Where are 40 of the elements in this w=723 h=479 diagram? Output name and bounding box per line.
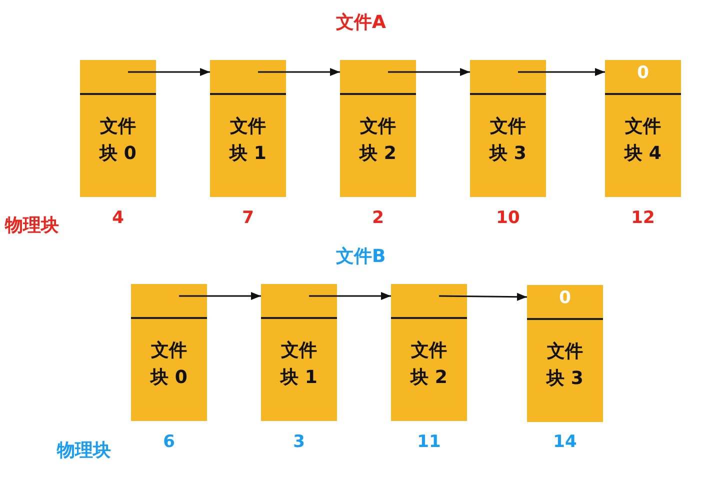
block-number: 11 [416, 432, 442, 452]
file-block [261, 284, 337, 421]
block-label: 文件块 3 [488, 115, 528, 166]
file-block [80, 60, 156, 197]
arrow [179, 292, 261, 300]
section-title: 文件A [336, 12, 386, 34]
section-title: 文件B [336, 246, 386, 268]
arrow [388, 68, 470, 76]
block-label: 文件块 2 [358, 115, 398, 166]
file-block [210, 60, 286, 197]
file-block [470, 60, 546, 197]
file-block [527, 285, 603, 422]
file-block [605, 60, 681, 197]
block-number: 10 [495, 208, 521, 228]
arrow [258, 68, 340, 76]
block-label: 文件块 1 [228, 115, 268, 166]
block-label: 文件块 3 [544, 340, 584, 391]
block-label: 文件块 2 [408, 339, 448, 390]
block-number: 12 [630, 208, 656, 228]
file-block [391, 284, 467, 421]
block-label: 文件块 0 [148, 339, 188, 390]
block-label: 文件块 4 [622, 115, 662, 166]
block-number: 6 [162, 432, 176, 452]
arrow [518, 68, 605, 76]
block-number: 4 [111, 208, 125, 228]
row-label: 物理块 [5, 215, 59, 237]
file-block [340, 60, 416, 197]
arrow [128, 68, 210, 76]
file-block [131, 284, 207, 421]
arrow [309, 292, 391, 300]
block-label: 文件块 1 [278, 339, 318, 390]
row-label: 物理块 [57, 440, 111, 462]
arrow [439, 292, 527, 301]
block-number: 14 [552, 432, 578, 452]
block-number: 2 [371, 208, 385, 228]
block-number: 3 [292, 432, 306, 452]
pointer-value: 0 [559, 288, 571, 308]
pointer-value: 0 [637, 62, 649, 82]
block-label: 文件块 0 [98, 115, 138, 166]
block-number: 7 [241, 208, 255, 228]
